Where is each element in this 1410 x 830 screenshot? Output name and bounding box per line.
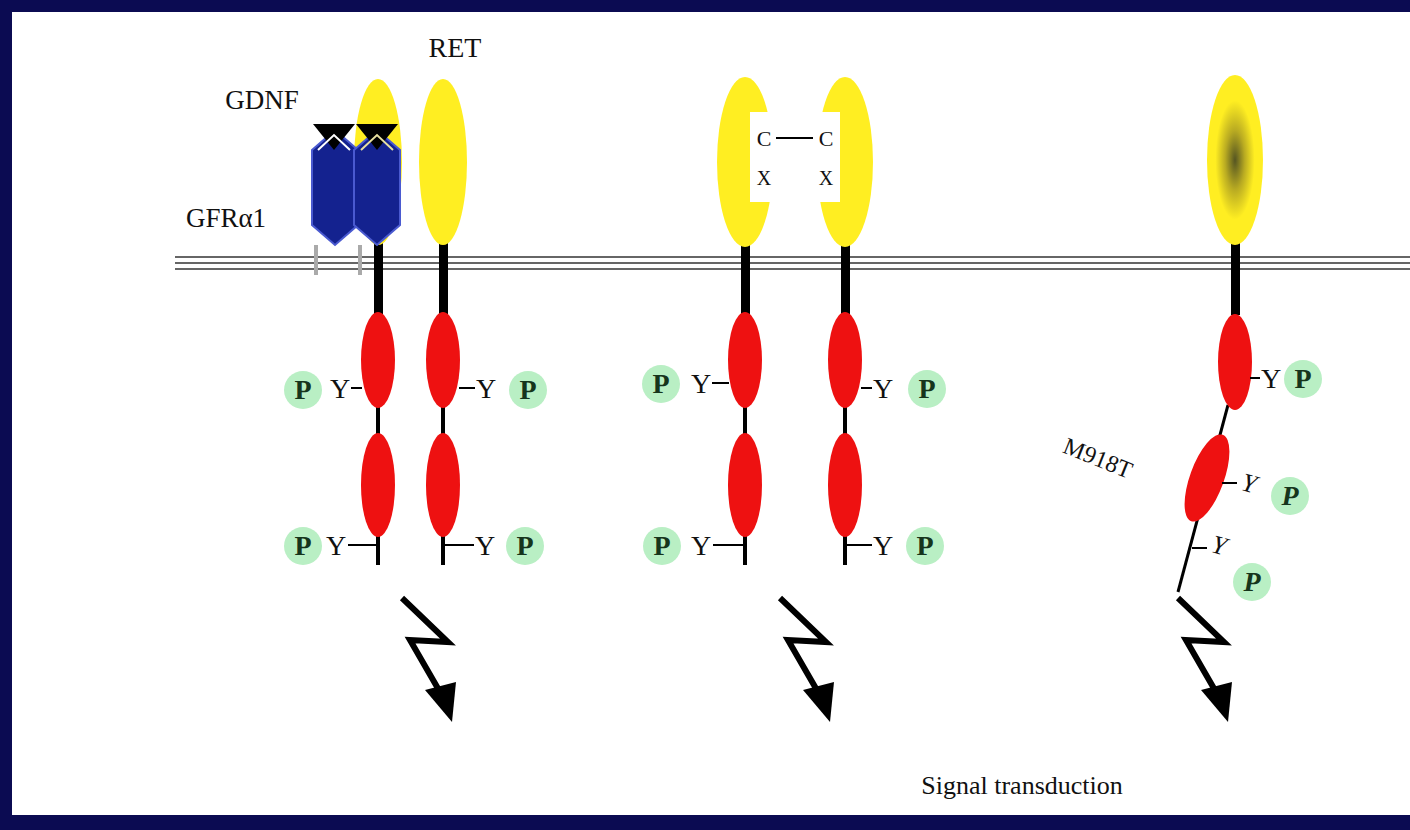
- part-name: GDNF: [225, 87, 299, 114]
- phosphate-circle: P: [906, 527, 944, 565]
- phosphate-circle: P: [1284, 360, 1322, 398]
- tyrosine-label: Y: [691, 370, 711, 398]
- part-name: RET: [429, 34, 482, 62]
- residue-label: X: [757, 168, 771, 188]
- tyrosine-label: Y: [1261, 365, 1281, 393]
- phosphate-circle: P: [509, 371, 547, 409]
- phosphate-label: P: [294, 532, 311, 560]
- phosphate-circle: P: [284, 527, 322, 565]
- part-name: GFRα1: [186, 205, 266, 232]
- phosphate-circle: P: [506, 527, 544, 565]
- residue-label: C: [819, 128, 834, 150]
- tyrosine-label: Y: [476, 375, 496, 403]
- phosphate-label: P: [1294, 365, 1311, 393]
- phosphate-label: P: [519, 376, 536, 404]
- tyrosine-label: Y: [475, 532, 495, 560]
- tyrosine-label: Y: [873, 532, 893, 560]
- phosphate-circle: P: [284, 371, 322, 409]
- tyrosine-label: Y: [326, 532, 346, 560]
- phosphate-label: P: [1243, 568, 1260, 596]
- caption-text: Signal transduction: [921, 773, 1122, 799]
- phosphate-circle: P: [643, 527, 681, 565]
- phosphate-circle: P: [642, 365, 680, 403]
- tyrosine-label: Y: [873, 375, 893, 403]
- residue-label: C: [757, 128, 772, 150]
- phosphate-label: P: [1281, 482, 1298, 510]
- phosphate-label: P: [916, 532, 933, 560]
- phosphate-label: P: [516, 532, 533, 560]
- tyrosine-label: Y: [691, 532, 711, 560]
- tyrosine-label: Y: [330, 375, 350, 403]
- phosphate-circle: P: [1233, 563, 1271, 601]
- phosphate-label: P: [652, 370, 669, 398]
- phosphate-label: P: [653, 532, 670, 560]
- phosphate-label: P: [294, 376, 311, 404]
- phosphate-circle: P: [908, 370, 946, 408]
- phosphate-label: P: [918, 375, 935, 403]
- phosphate-circle: P: [1271, 477, 1309, 515]
- residue-label: X: [819, 168, 833, 188]
